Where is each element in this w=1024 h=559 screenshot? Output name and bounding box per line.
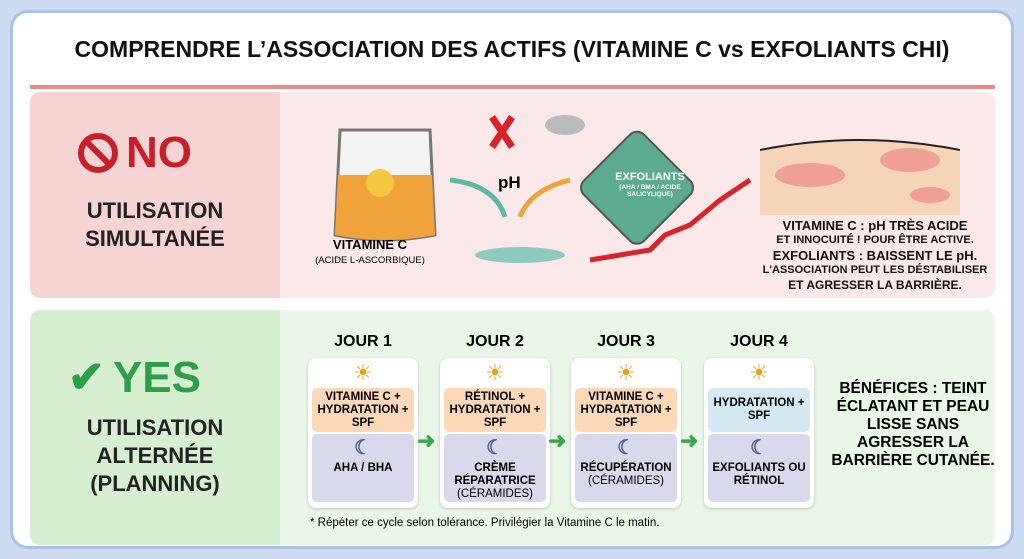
irritated-skin-icon — [760, 139, 960, 215]
day-title: JOUR 1 — [334, 333, 392, 350]
sun-icon: ☀ — [353, 360, 373, 385]
vitamin-c-sub: (ACIDE L-ASCORBIQUE) — [315, 255, 425, 266]
vitamin-c-beaker-icon — [333, 128, 437, 242]
day-card: ☀ VITAMINE C + HYDRATATION + SPF ☾ RÉCUP… — [571, 358, 681, 508]
puddle-icon — [475, 247, 565, 263]
evening-label: RÉCUPÉRATION — [580, 462, 672, 474]
checkmark-icon: ✔ — [68, 353, 105, 402]
evening-label: CRÈME RÉPARATRICE — [454, 462, 536, 487]
divider — [30, 85, 995, 89]
arrow-right-icon: ➜ — [417, 428, 436, 453]
morning-routine: RÉTINOL + HYDRATATION + SPF — [444, 388, 546, 432]
moon-icon: ☾ — [617, 437, 635, 459]
yes-heading: ✔YES — [68, 352, 201, 403]
cross-icon — [489, 115, 515, 149]
evening-routine: ☾ AHA / BHA — [312, 434, 414, 502]
evening-label: EXFOLIANTS OU RÉTINOL — [712, 462, 806, 487]
day-title: JOUR 3 — [597, 333, 655, 350]
moon-icon: ☾ — [486, 437, 504, 459]
morning-routine: VITAMINE C + HYDRATATION + SPF — [312, 388, 414, 432]
sun-icon: ☀ — [616, 360, 636, 385]
no-label: NO — [126, 128, 192, 177]
exfoliant-bottle-icon — [580, 130, 694, 245]
sun-icon: ☀ — [749, 360, 769, 385]
exfoliants-label: EXFOLIANTS — [615, 171, 685, 183]
day-card: ☀ HYDRATATION + SPF ☾ EXFOLIANTS OU RÉTI… — [704, 358, 814, 508]
evening-routine: ☾ RÉCUPÉRATION (CÉRAMIDES) — [575, 434, 677, 502]
arrow-icon — [449, 177, 508, 218]
no-illustration — [333, 115, 752, 263]
no-label-panel — [30, 92, 280, 298]
day-title: JOUR 4 — [730, 333, 788, 350]
arrow-right-icon: ➜ — [548, 428, 567, 453]
evening-routine: ☾ CRÈME RÉPARATRICE (CÉRAMIDES) — [444, 434, 546, 502]
evening-sub: (CÉRAMIDES) — [587, 475, 665, 487]
sun-icon: ☀ — [485, 360, 505, 385]
arrow-right-icon: ➜ — [680, 428, 699, 453]
day-card: ☀ RÉTINOL + HYDRATATION + SPF ☾ CRÈME RÉ… — [440, 358, 550, 508]
zigzag-arrow-icon — [589, 177, 752, 263]
no-heading: NO — [78, 128, 192, 178]
vitamin-c-label: VITAMINE C — [332, 237, 408, 252]
day-card: ☀ VITAMINE C + HYDRATATION + SPF ☾ AHA /… — [308, 358, 418, 508]
footnote: * Répéter ce cycle selon tolérance. Priv… — [310, 517, 660, 529]
yes-label-panel — [30, 310, 280, 545]
evening-routine: ☾ EXFOLIANTS OU RÉTINOL — [708, 434, 810, 502]
evening-label: AHA / BHA — [333, 462, 393, 474]
arrow-icon — [517, 177, 571, 218]
evening-sub: (CÉRAMIDES) — [456, 488, 534, 500]
moon-icon: ☾ — [354, 437, 372, 459]
storm-cloud-icon — [545, 115, 585, 135]
moon-icon: ☾ — [750, 437, 768, 459]
page-title: COMPRENDRE L’ASSOCIATION DES ACTIFS (VIT… — [74, 36, 950, 62]
prohibited-icon — [78, 133, 118, 173]
yes-label: YES — [112, 352, 201, 402]
morning-routine: HYDRATATION + SPF — [708, 388, 810, 432]
exfoliants-sub: (AHA / BMA / ACIDE SALICYLIQUE) — [619, 184, 681, 198]
day-title: JOUR 2 — [466, 333, 524, 350]
morning-routine: VITAMINE C + HYDRATATION + SPF — [575, 388, 677, 432]
ph-label: pH — [498, 173, 521, 192]
benefits-text: BÉNÉFICES : TEINT ÉCLATANT ET PEAU LISSE… — [831, 380, 995, 469]
